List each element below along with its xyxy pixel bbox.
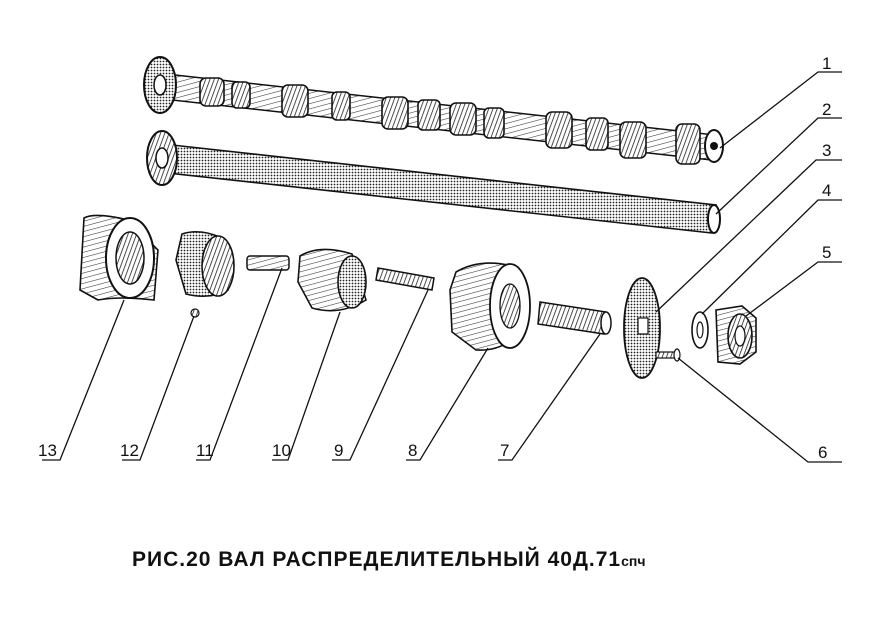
- caption-main: РИС.20 ВАЛ РАСПРЕДЕЛИТЕЛЬНЫЙ 40Д.71: [132, 548, 622, 571]
- callout-13: 13: [38, 441, 57, 460]
- cam-ring-icon: [79, 214, 159, 301]
- callout-11: 11: [196, 441, 214, 460]
- figure-caption: РИС.20 ВАЛ РАСПРЕДЕЛИТЕЛЬНЫЙ 40Д.71спч: [132, 548, 645, 572]
- callout-10: 10: [272, 441, 291, 460]
- threaded-adapter-icon: [537, 301, 612, 335]
- callout-2: 2: [822, 100, 832, 119]
- caption-suffix: спч: [621, 553, 646, 569]
- leader-lines: [42, 71, 842, 463]
- flange-disk-icon: [623, 277, 661, 379]
- callout-4: 4: [822, 181, 832, 200]
- callout-7: 7: [500, 441, 510, 460]
- callout-9: 9: [334, 441, 344, 460]
- callout-8: 8: [408, 441, 418, 460]
- bearing-bushing-icon: [175, 230, 235, 318]
- washer-icon: [691, 311, 709, 349]
- callout-3: 3: [822, 141, 832, 160]
- callout-12: 12: [120, 441, 139, 460]
- camshaft-assembly-icon: [143, 56, 724, 165]
- gear-icon: [449, 262, 531, 351]
- callout-1: 1: [822, 54, 832, 73]
- hollow-shaft-icon: [146, 130, 721, 234]
- key-icon: [246, 255, 290, 271]
- hex-nut-icon: [715, 305, 757, 365]
- bolt-icon: [655, 348, 681, 362]
- key-icon: [375, 267, 435, 291]
- split-bushing-icon: [297, 248, 367, 312]
- callout-6: 6: [818, 443, 828, 462]
- callout-5: 5: [822, 243, 832, 262]
